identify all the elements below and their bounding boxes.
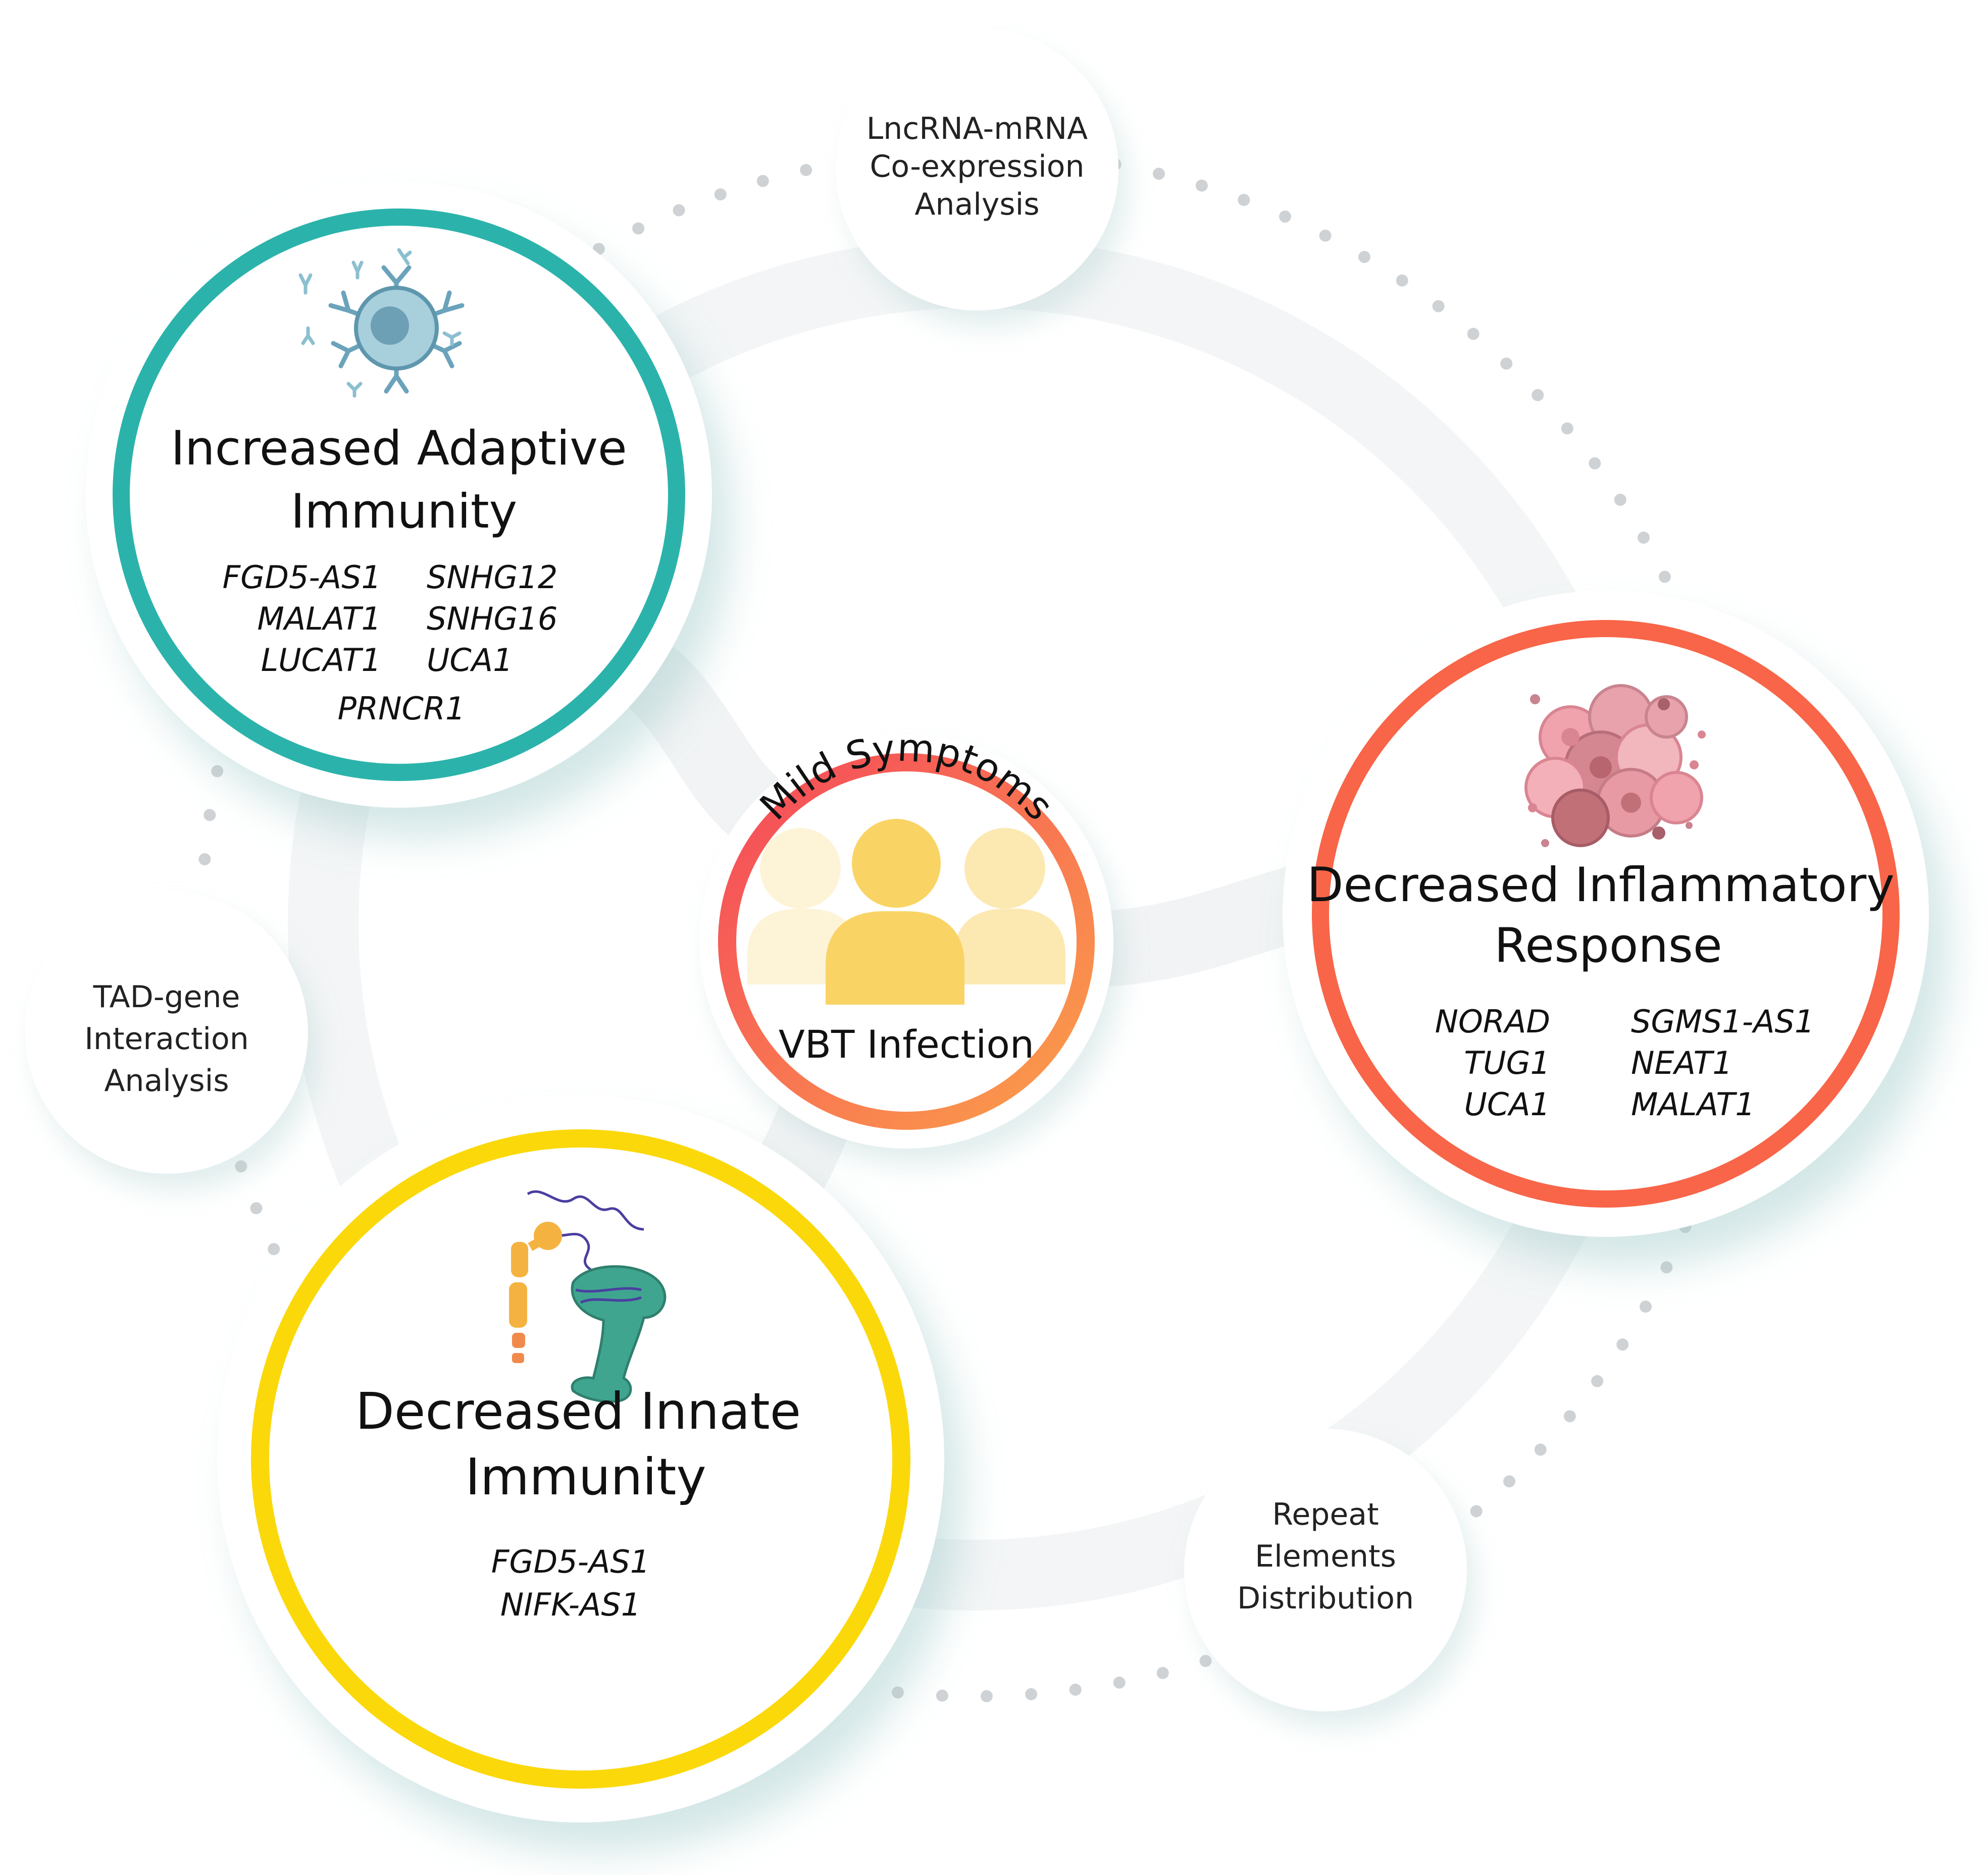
adaptive-ring [113, 209, 685, 781]
repeat-line3: Distribution [1237, 1581, 1414, 1616]
orbit-dot [1238, 194, 1250, 206]
analysis-tad: TAD-gene Interaction Analysis [25, 891, 308, 1174]
inflammatory-gene: TUG1 [1464, 1045, 1550, 1081]
orbit-dot [1470, 1505, 1483, 1518]
immune-cell-antibodies-icon [298, 248, 465, 398]
orbit-dot [211, 765, 224, 777]
orbit-dot [203, 809, 216, 821]
adaptive-gene: LUCAT1 [261, 642, 381, 679]
inflammatory-gene: MALAT1 [1631, 1086, 1755, 1123]
orbit-dot [632, 222, 645, 235]
orbit-dot [800, 164, 812, 176]
orbit-dot [714, 188, 727, 201]
orbit-dot [1589, 457, 1601, 470]
orbit-dot [1396, 274, 1408, 287]
orbit-dot [936, 1689, 948, 1702]
connector-adaptive [619, 644, 805, 856]
orbit-dot [1503, 1475, 1515, 1488]
orbit-dot [1156, 1666, 1169, 1679]
adaptive-title-line1: Increased Adaptive [171, 421, 627, 476]
node-adaptive-immunity: Increased Adaptive Immunity FGD5-AS1 MAL… [86, 182, 712, 808]
adaptive-gene: MALAT1 [257, 600, 381, 637]
orbit-dot [1025, 1688, 1038, 1700]
orbit-dot [673, 204, 685, 217]
inflammatory-title-line1: Decreased Inflammatory [1307, 858, 1895, 913]
orbit-dot [1532, 389, 1544, 401]
adaptive-title-line2: Immunity [291, 484, 518, 539]
tad-line2: Interaction [84, 1021, 249, 1057]
orbit-dot [1153, 168, 1165, 180]
orbit-dot [1638, 532, 1650, 544]
inflammatory-ring [1312, 620, 1900, 1208]
inflammatory-gene: UCA1 [1464, 1086, 1550, 1123]
orbit-dot [1614, 494, 1626, 506]
orbit-dot [981, 1690, 993, 1702]
coexpression-line2: Co-expression [870, 149, 1084, 184]
orbit-dot [1432, 300, 1445, 312]
innate-title-line1: Decreased Innate [355, 1382, 801, 1441]
tad-line1: TAD-gene [93, 979, 240, 1015]
toll-like-receptor-icon [509, 1190, 667, 1403]
orbit-dot [1467, 328, 1480, 340]
coexpression-line3: Analysis [914, 187, 1039, 222]
innate-gene: FGD5-AS1 [491, 1543, 650, 1580]
tad-line3: Analysis [104, 1063, 229, 1099]
repeat-line1: Repeat [1272, 1497, 1379, 1532]
repeat-line2: Elements [1255, 1539, 1396, 1574]
node-inflammatory-response: Decreased Inflammatory Response NORAD TU… [1283, 591, 1929, 1237]
orbit-dot [756, 175, 769, 187]
innate-title-line2: Immunity [465, 1447, 706, 1506]
orbit-dot [1195, 179, 1208, 192]
orbit-dot [1279, 211, 1291, 223]
innate-ring [251, 1129, 910, 1789]
adaptive-gene: UCA1 [427, 642, 513, 679]
orbit-dot [1616, 1338, 1629, 1351]
orbit-dot [1500, 357, 1513, 370]
orbit-dot [1113, 1676, 1126, 1689]
inflammatory-gene: NORAD [1435, 1003, 1550, 1040]
orbit-dot [1658, 570, 1671, 583]
adaptive-gene: SNHG12 [427, 559, 557, 596]
orbit-dot [1561, 422, 1573, 435]
orbit-dot [1069, 1683, 1082, 1696]
orbit-dot [1640, 1300, 1652, 1313]
orbit-dot [198, 853, 211, 865]
orbit-dot [892, 1686, 904, 1699]
inflammatory-gene: NEAT1 [1631, 1045, 1732, 1081]
innate-gene: NIFK-AS1 [500, 1586, 641, 1623]
orbit-dot [1660, 1261, 1673, 1274]
analysis-repeat: Repeat Elements Distribution [1184, 1429, 1467, 1711]
inflammatory-gene: SGMS1-AS1 [1631, 1003, 1814, 1040]
coexpression-line1: LncRNA-mRNA [866, 111, 1088, 146]
center-subtitle: VBT Infection [779, 1022, 1034, 1067]
orbit-dot [1591, 1375, 1604, 1387]
people-icon [747, 819, 1065, 1005]
orbit-dot [1358, 251, 1370, 263]
orbit-dot [268, 1243, 280, 1256]
orbit-dot [250, 1202, 263, 1215]
orbit-dot [235, 1160, 247, 1173]
adaptive-gene: FGD5-AS1 [223, 559, 381, 596]
inflammatory-title-line2: Response [1494, 918, 1722, 973]
analysis-coexpression: LncRNA-mRNA Co-expression Analysis [836, 28, 1118, 310]
adaptive-gene: SNHG16 [427, 600, 557, 637]
orbit-dot [1534, 1443, 1547, 1456]
orbit-dot [1199, 1655, 1212, 1667]
orbit-dot [1319, 229, 1332, 242]
inflamed-cells-cluster-icon [1524, 684, 1706, 847]
center-node: Mild Symptoms VBT Infection [699, 724, 1113, 1149]
adaptive-gene: PRNCR1 [338, 690, 466, 727]
node-innate-immunity: Decreased Innate Immunity FGD5-AS1 NIFK-… [217, 1096, 944, 1822]
orbit-dot [1563, 1410, 1576, 1423]
